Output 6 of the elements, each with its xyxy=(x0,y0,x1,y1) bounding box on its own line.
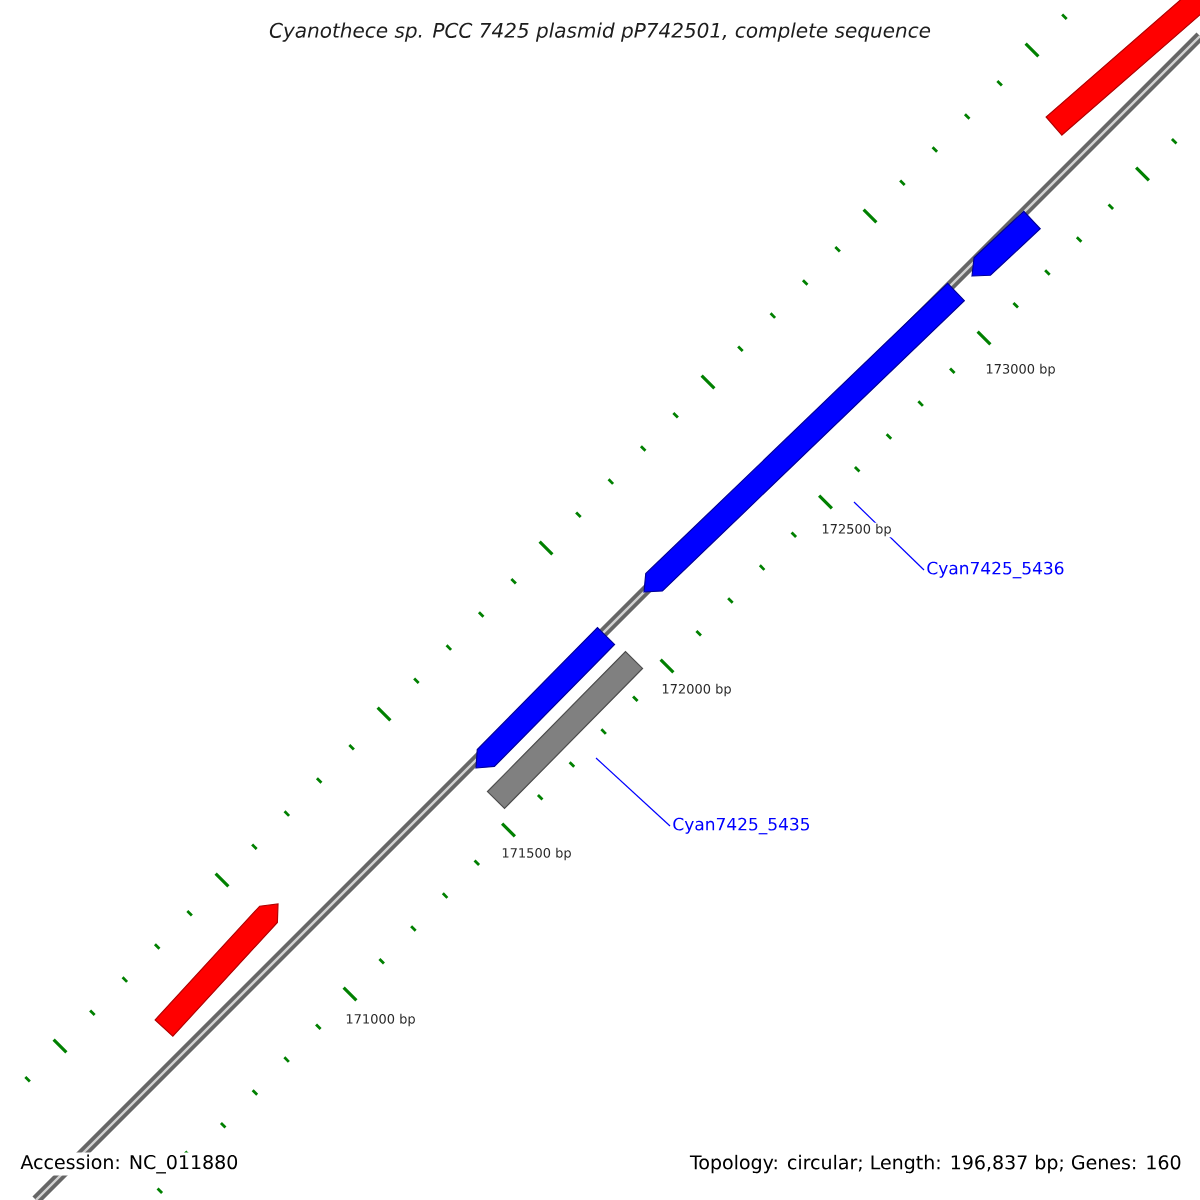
gene-label: Cyan7425_5436 xyxy=(927,561,1064,579)
gene-label: Cyan7425_5435 xyxy=(673,817,810,835)
title: Cyanothece sp. PCC 7425 plasmid pP742501, complete sequence xyxy=(269,22,931,42)
leader-line xyxy=(595,757,671,827)
footer-text: Accession: NC_011880 xyxy=(18,1152,241,1176)
footer-text: Topology: circular; Length: 196,837 bp; Genes: 160 xyxy=(689,1154,1181,1174)
